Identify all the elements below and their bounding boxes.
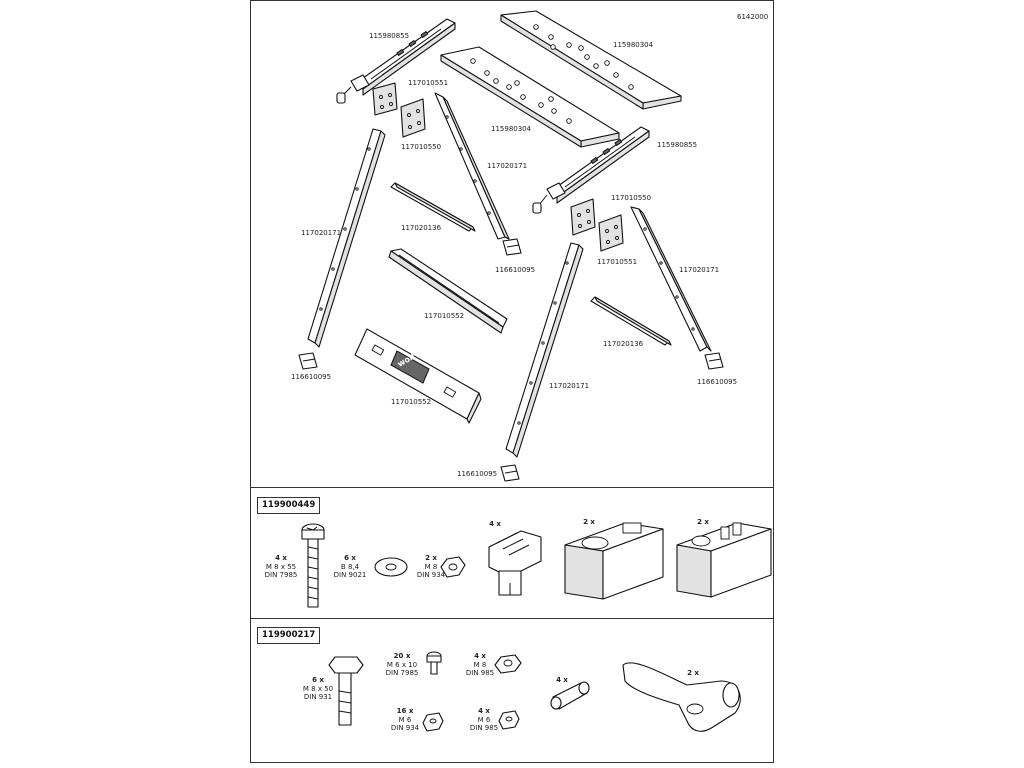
board-left-part: [440, 46, 620, 148]
leg-center-part: [505, 242, 584, 458]
kit1-block-small-label: 2 x: [697, 518, 709, 526]
foot-right-part: [704, 352, 724, 370]
bracket-right-upper-part: [570, 198, 596, 236]
cross-brace-upper-part: [388, 248, 508, 334]
foot-left-part: [298, 352, 318, 370]
kit2-nut-m6-drawing: [422, 712, 444, 732]
label-leg-left-inner: 117020171: [487, 162, 528, 170]
label-foot-left: 116610095: [291, 373, 332, 381]
cross-brace-lower-part: [354, 328, 482, 424]
kit1-block-large-drawing: [564, 522, 664, 600]
kit1-bolt-drawing: [301, 523, 325, 608]
leg-far-right-part: [630, 206, 712, 352]
kit2-handle-label: 2 x: [687, 669, 699, 677]
kit1-part-number: 119900449: [257, 497, 321, 514]
label-leg-center: 117020171: [549, 382, 590, 390]
label-leg-far-right: 117020171: [679, 266, 720, 274]
bracket-right-lower-part: [598, 214, 624, 252]
section-divider: [251, 618, 773, 619]
parts-sheet: 6142000 115980855 115980304 117010551 11…: [250, 0, 774, 763]
drawing-number: 6142000: [737, 13, 769, 21]
label-foot-center-left: 116610095: [495, 266, 536, 274]
kit1-clamp-jaw-drawing: [488, 530, 542, 596]
kit1-clamp-jaw-label: 4 x: [489, 520, 501, 528]
kit1-nut-drawing: [440, 556, 466, 578]
kit2-lock-nut-m8-drawing: [494, 654, 522, 674]
side-beam-left-part: [336, 18, 456, 104]
leg-far-left-part: [307, 128, 386, 348]
kit2-sleeve-label: 4 x: [556, 676, 568, 684]
foot-center-left-part: [502, 238, 522, 256]
kit2-handle-drawing: [622, 662, 741, 732]
section-divider: [251, 487, 773, 488]
label-cross-brace-upper: 117010552: [424, 312, 465, 320]
label-bracket-right-lower: 117010551: [597, 258, 638, 266]
label-leg-far-left: 117020171: [301, 229, 342, 237]
kit2-part-number: 119900217: [257, 627, 321, 644]
label-bracket-left-upper: 117010551: [408, 79, 449, 87]
label-board-right: 115980304: [613, 41, 654, 49]
label-foot-bottom: 116610095: [457, 470, 498, 478]
kit2-screw-drawing: [426, 651, 442, 675]
leg-left-inner-part: [434, 92, 510, 240]
label-side-beam-left: 115980855: [369, 32, 410, 40]
kit1-washer-drawing: [374, 557, 408, 577]
kit1-block-small-drawing: [676, 522, 772, 598]
label-foot-right: 116610095: [697, 378, 738, 386]
strut-left-part: [390, 182, 476, 232]
bracket-left-upper-part: [372, 82, 398, 116]
label-strut-left: 117020136: [401, 224, 442, 232]
foot-bottom-part: [500, 464, 520, 482]
kit1-block-large-label: 2 x: [583, 518, 595, 526]
board-right-part: [500, 10, 682, 110]
side-beam-right-part: [532, 126, 650, 214]
strut-right-part: [590, 296, 672, 346]
kit2-hex-bolt-drawing: [328, 656, 364, 726]
label-board-left: 115980304: [491, 125, 532, 133]
label-side-beam-right: 115980855: [657, 141, 698, 149]
bracket-left-lower-part: [400, 98, 426, 138]
label-bracket-right-upper: 117010550: [611, 194, 652, 202]
kit2-lock-nut-m6-drawing: [498, 710, 520, 730]
kit2-sleeve-drawing: [550, 681, 590, 710]
label-strut-right: 117020136: [603, 340, 644, 348]
label-bracket-left-lower: 117010550: [401, 143, 442, 151]
workbench-exploded-drawing: [298, 10, 772, 732]
label-cross-brace-lower: 117010552: [391, 398, 432, 406]
